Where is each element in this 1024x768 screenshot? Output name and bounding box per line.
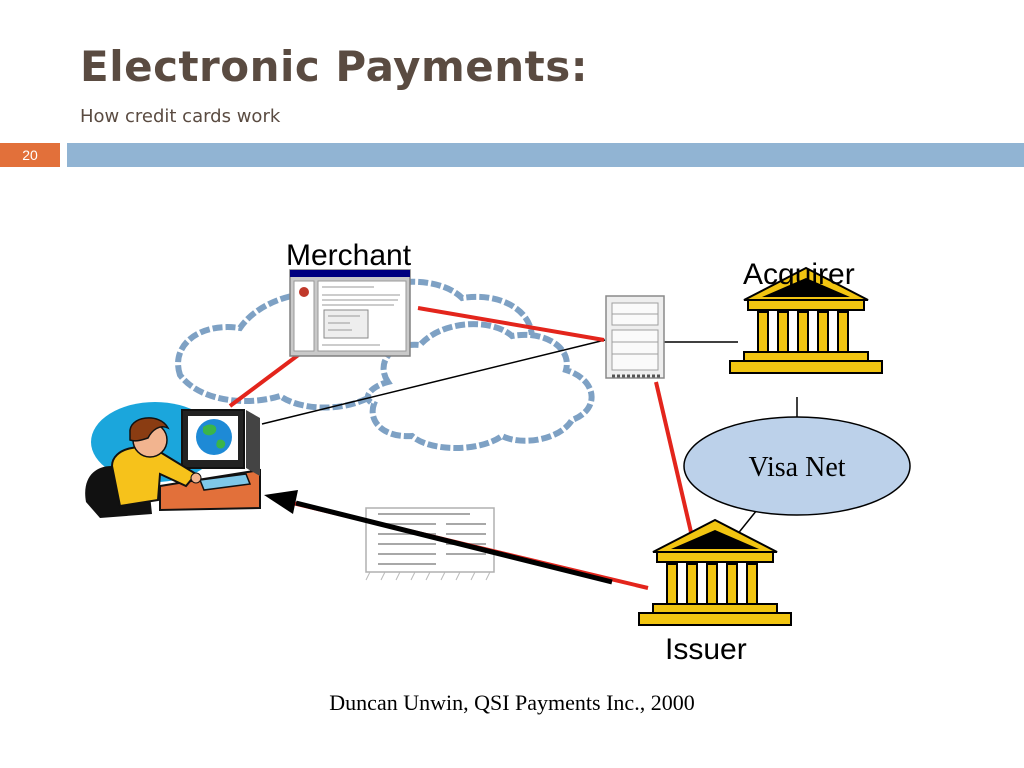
slide-title: Electronic Payments: — [80, 42, 589, 91]
acquirer-server-icon — [605, 295, 665, 379]
slide-number: 20 — [0, 143, 60, 167]
statement-arrow — [264, 490, 613, 585]
slide-footer-credit: Duncan Unwin, QSI Payments Inc., 2000 — [329, 690, 695, 715]
receipt-icon — [365, 507, 495, 581]
acquirer-label: Acquirer — [743, 258, 855, 291]
issuer-bank-icon — [638, 519, 792, 626]
merchant-web-page — [289, 269, 411, 357]
visa-net-label: Visa Net — [748, 452, 845, 483]
visa-net-network — [683, 416, 911, 516]
merchant-label: Merchant — [286, 239, 412, 272]
slide-subtitle: How credit cards work — [80, 106, 281, 127]
issuer-label: Issuer — [665, 633, 747, 666]
customer-at-computer-icon — [85, 402, 261, 518]
header-band — [67, 143, 1024, 167]
